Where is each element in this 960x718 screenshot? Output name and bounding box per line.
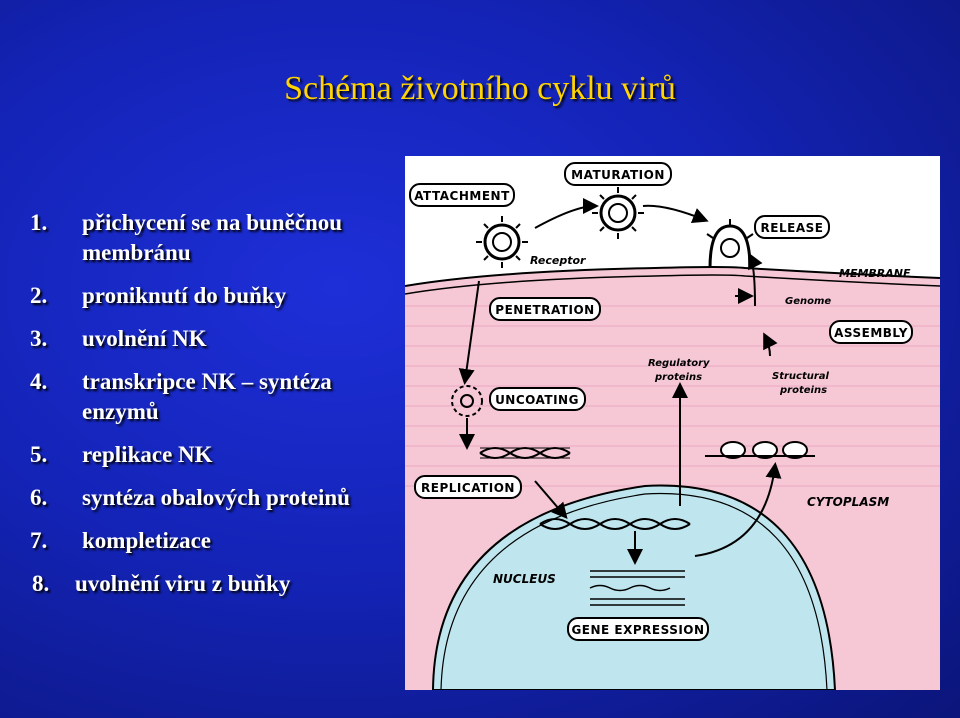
virus-maturing-icon [592, 187, 644, 239]
cycle-arrows [458, 198, 782, 565]
label-replication: REPLICATION [421, 481, 515, 495]
label-release: RELEASE [761, 221, 824, 235]
step-text: uvolnění NK [82, 326, 207, 351]
box-attachment: ATTACHMENT [409, 183, 515, 207]
replication-strand-icon [479, 447, 571, 459]
step-number: 5. [30, 442, 48, 467]
step-number: 4. [30, 369, 48, 394]
step-2: 2. proniknutí do buňky [30, 281, 410, 311]
step-text-cont: membránu [82, 240, 191, 265]
slide-title: Schéma životního cyklu virů [284, 70, 676, 107]
label-membrane: MEMBRANE [839, 267, 911, 280]
step-text-cont: enzymů [82, 399, 159, 424]
label-structural-2: proteins [779, 385, 827, 396]
step-text: kompletizace [82, 528, 212, 553]
cell-membrane [405, 266, 940, 287]
label-structural: Structural [772, 371, 830, 382]
diagram-svg: ATTACHMENT MATURATION RELEASE PENETRATIO… [405, 162, 940, 690]
box-release: RELEASE [754, 215, 830, 239]
nuclear-envelope-inner [440, 492, 828, 690]
step-list: 1. přichycení se na buněčnou membránu 2.… [30, 208, 410, 612]
step-text: syntéza obalových proteinů [82, 485, 350, 510]
step-number: 8. [32, 571, 50, 596]
step-8: 8. uvolnění viru z buňky [30, 569, 410, 599]
step-4: 4. transkripce NK – syntéza enzymů [30, 367, 410, 427]
step-text: uvolnění viru z buňky [75, 571, 291, 596]
label-nucleus: NUCLEUS [493, 572, 556, 586]
box-assembly: ASSEMBLY [829, 320, 913, 344]
label-attachment: ATTACHMENT [414, 189, 510, 203]
label-penetration: PENETRATION [495, 303, 594, 317]
ribosome-icon [705, 441, 815, 459]
step-text: přichycení se na buněčnou [82, 210, 343, 235]
label-regulatory: Regulatory [648, 358, 710, 369]
nuclear-dna-icon [539, 518, 691, 530]
cell-membrane-inner [405, 274, 940, 295]
virus-life-cycle-diagram: ATTACHMENT MATURATION RELEASE PENETRATIO… [405, 156, 940, 690]
step-6: 6. syntéza obalových proteinů [30, 483, 410, 513]
label-cytoplasm: CYTOPLASM [807, 495, 889, 509]
box-replication: REPLICATION [414, 475, 522, 499]
box-maturation: MATURATION [564, 162, 672, 186]
label-receptor: Receptor [530, 254, 586, 267]
step-number: 7. [30, 528, 48, 553]
virus-uncoating-icon [451, 385, 483, 417]
step-7: 7. kompletizace [30, 526, 410, 556]
label-assembly: ASSEMBLY [834, 326, 908, 340]
label-genome: Genome [785, 296, 831, 307]
label-maturation: MATURATION [571, 168, 665, 182]
label-regulatory-2: proteins [654, 372, 702, 383]
box-gene-expression: GENE EXPRESSION [567, 617, 709, 641]
transcripts-icon [589, 570, 685, 606]
virus-budding-icon [706, 219, 754, 269]
box-uncoating: UNCOATING [489, 387, 586, 411]
step-1: 1. přichycení se na buněčnou membránu [30, 208, 410, 268]
step-number: 6. [30, 485, 48, 510]
step-3: 3. uvolnění NK [30, 324, 410, 354]
nucleus-region [431, 484, 837, 690]
step-number: 2. [30, 283, 48, 308]
step-text: transkripce NK – syntéza [82, 369, 332, 394]
step-text: proniknutí do buňky [82, 283, 287, 308]
virus-attaching-icon [476, 216, 528, 268]
step-number: 3. [30, 326, 48, 351]
label-uncoating: UNCOATING [495, 393, 579, 407]
box-penetration: PENETRATION [489, 297, 601, 321]
step-number: 1. [30, 210, 48, 235]
step-text: replikace NK [82, 442, 213, 467]
step-5: 5. replikace NK [30, 440, 410, 470]
label-gene-expression: GENE EXPRESSION [571, 623, 704, 637]
